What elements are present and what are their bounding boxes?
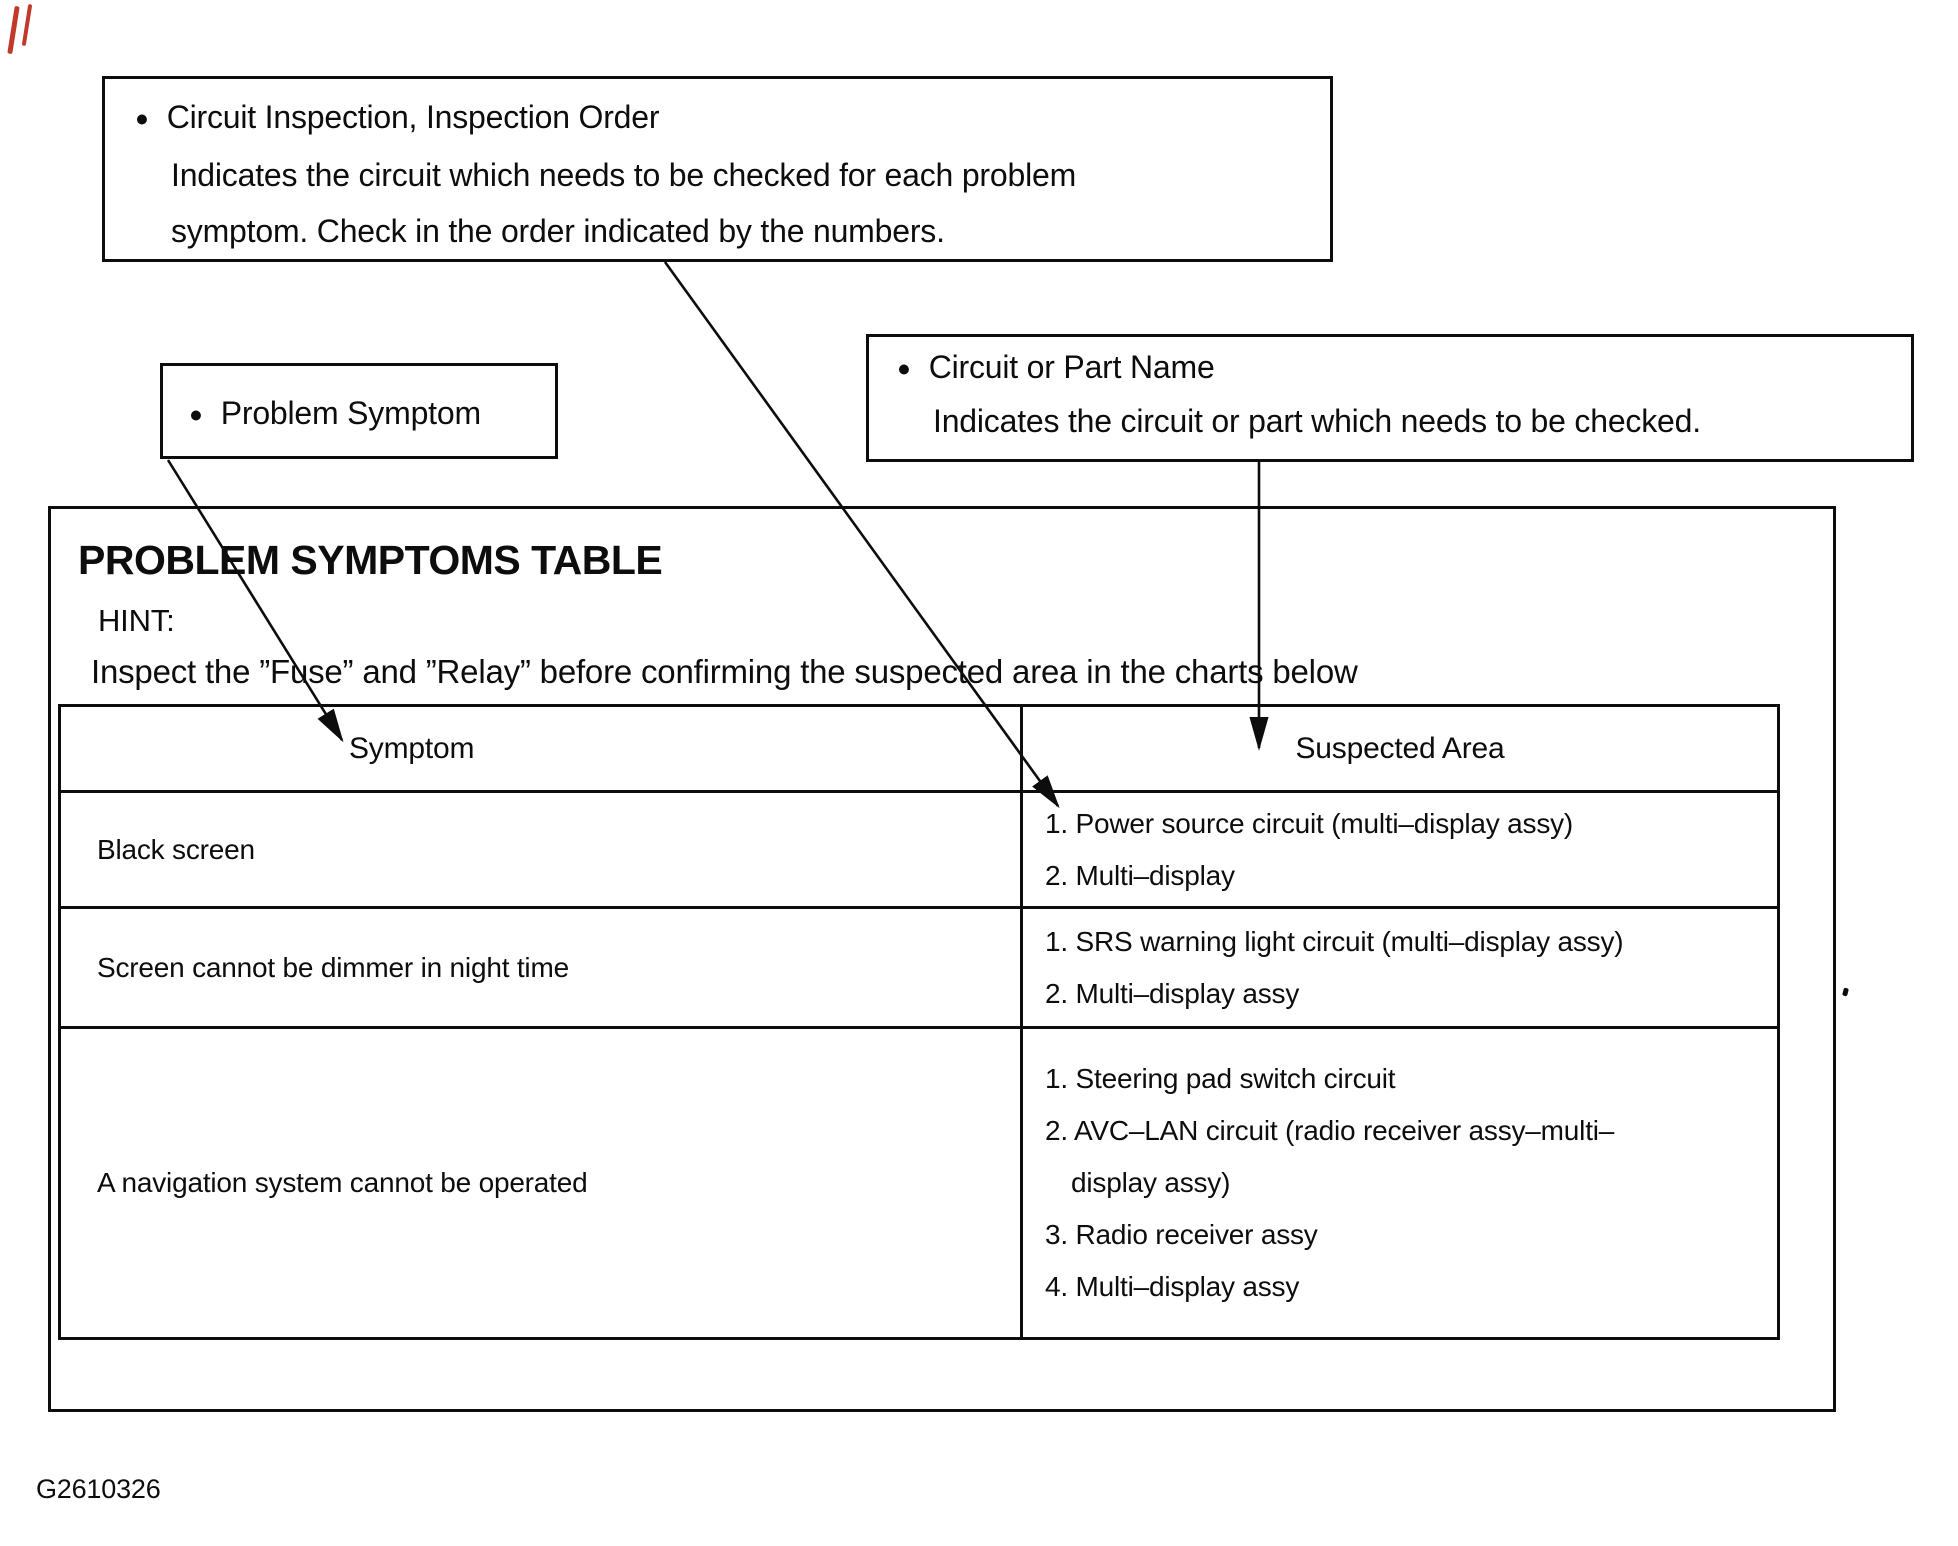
symptom-cell: Screen cannot be dimmer in night time <box>61 909 1020 1026</box>
figure-code: G2610326 <box>36 1474 161 1504</box>
red-pen-mark <box>7 5 20 55</box>
callout-circuit-inspection-order: ● Circuit Inspection, Inspection Order In… <box>102 76 1333 262</box>
suspected-item: 2. Multi–display assy <box>1045 977 1300 1009</box>
suspected-item: 1. Power source circuit (multi–display a… <box>1045 807 1574 839</box>
hint-text: Inspect the ”Fuse” and ”Relay” before co… <box>91 653 1358 690</box>
suspected-item: 4. Multi–display assy <box>1045 1271 1300 1302</box>
symptom-text: Black screen <box>97 833 255 865</box>
suspected-item: 2. Multi–display <box>1045 859 1235 891</box>
suspected-item: 1. SRS warning light circuit (multi–disp… <box>1045 925 1624 957</box>
ink-speck <box>1842 987 1849 997</box>
bullet-icon: ● <box>897 354 911 381</box>
callout-problem-symptom: ● Problem Symptom <box>160 363 558 459</box>
suspected-area-cell: 1. Steering pad switch circuit 2. AVC–LA… <box>1023 1029 1777 1337</box>
suspected-item: 1. Steering pad switch circuit <box>1045 1063 1396 1094</box>
callout-desc-line: symptom. Check in the order indicated by… <box>171 213 945 249</box>
suspected-item: 3. Radio receiver assy <box>1045 1219 1318 1250</box>
header-cell-symptom: Symptom <box>61 707 1020 790</box>
suspected-area-cell: 1. SRS warning light circuit (multi–disp… <box>1023 909 1777 1026</box>
table-row-divider <box>61 1026 1777 1029</box>
callout-title-row: ● Circuit Inspection, Inspection Order <box>135 97 660 140</box>
callout-desc-line: Indicates the circuit which needs to be … <box>171 157 1077 193</box>
table-column-divider <box>1020 707 1023 1337</box>
callout-circuit-or-part-name: ● Circuit or Part Name Indicates the circ… <box>866 334 1914 462</box>
bullet-icon: ● <box>189 400 203 427</box>
header-cell-suspected-area: Suspected Area <box>1023 707 1777 790</box>
suspected-item-continuation: display assy) <box>1071 1167 1231 1198</box>
callout-desc-line: Indicates the circuit or part which need… <box>933 403 1701 439</box>
callout-title-row: ● Circuit or Part Name <box>897 347 1215 390</box>
symptoms-table: Symptom Suspected Area Black screen 1. P… <box>58 704 1780 1340</box>
column-header-suspected-area: Suspected Area <box>1295 731 1505 765</box>
column-header-symptom: Symptom <box>349 731 475 765</box>
callout-title: Circuit Inspection, Inspection Order <box>166 99 660 135</box>
symptom-cell: Black screen <box>61 793 1020 906</box>
callout-title: Problem Symptom <box>220 395 481 431</box>
callout-title-row: ● Problem Symptom <box>189 393 481 436</box>
red-pen-mark <box>21 3 33 47</box>
panel-title: PROBLEM SYMPTOMS TABLE <box>78 537 663 583</box>
symptom-text: A navigation system cannot be operated <box>97 1167 588 1198</box>
callout-title: Circuit or Part Name <box>928 349 1215 385</box>
hint-label: HINT: <box>98 603 175 638</box>
table-row-divider <box>61 906 1777 909</box>
symptom-text: Screen cannot be dimmer in night time <box>97 951 569 983</box>
bullet-icon: ● <box>135 104 149 131</box>
suspected-item: 2. AVC–LAN circuit (radio receiver assy–… <box>1045 1115 1615 1146</box>
suspected-area-cell: 1. Power source circuit (multi–display a… <box>1023 793 1777 906</box>
symptom-cell: A navigation system cannot be operated <box>61 1029 1020 1337</box>
